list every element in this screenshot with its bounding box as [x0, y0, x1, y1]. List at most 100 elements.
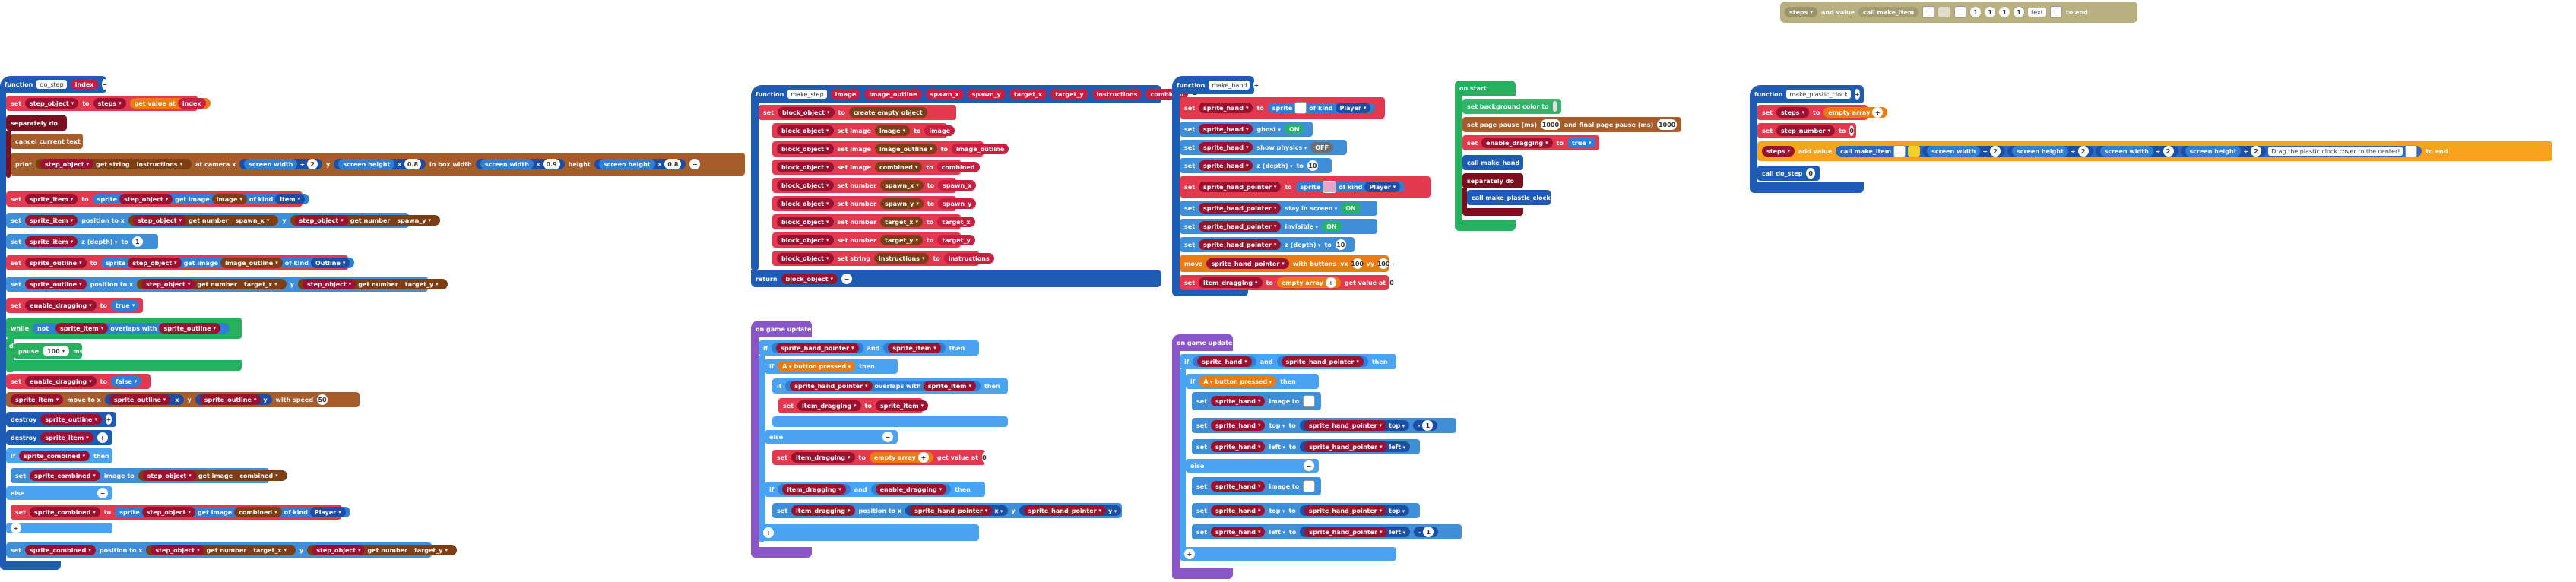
on-game-update-2-header[interactable]: on game update [1172, 334, 1233, 351]
add-icon[interactable]: + [11, 523, 21, 533]
destroy-outline-block[interactable]: destroy sprite_outline + [6, 412, 116, 427]
set-invisible[interactable]: set sprite_hand_pointer invisible ON [1180, 219, 1377, 234]
key-dropdown[interactable]: target_x [880, 217, 923, 227]
color-swatch-icon[interactable] [1938, 7, 1951, 17]
set-enable-dragging-false[interactable]: set enable_dragging to false [6, 374, 151, 389]
if-overlaps[interactable]: if sprite_hand_pointeroverlaps withsprit… [772, 378, 1008, 394]
screen-height-times[interactable]: screen height×0.8 [334, 159, 426, 169]
function-name-input[interactable]: make_plastic_clock [1786, 90, 1852, 99]
param-index[interactable]: index [70, 79, 99, 90]
param[interactable]: spawn_y [967, 89, 1006, 100]
set-block-object-block[interactable]: set block_object to create empty object [759, 105, 956, 120]
separately-do-block[interactable]: separately do [6, 115, 67, 131]
set-pointer-z[interactable]: set sprite_hand_pointer z (depth) to 10 [1180, 237, 1355, 252]
set-hand-left-1[interactable]: set sprite_hand left to sprite_hand_poin… [1192, 439, 1420, 454]
set-combined-sprite-block[interactable]: set sprite_combined to spritestep_object… [11, 505, 350, 520]
set-enable-dragging-start[interactable]: set enable_dragging to true [1462, 135, 1599, 150]
make-step-set-row[interactable]: block_objectset imageimagetoimage [772, 123, 955, 138]
text-input[interactable]: text [2028, 8, 2046, 17]
var-steps[interactable]: steps [93, 98, 126, 109]
return-block[interactable]: return block_object − [751, 270, 1161, 287]
key-dropdown[interactable]: spawn_x [880, 180, 924, 191]
set-step-object-block[interactable]: set step_object to steps get value atind… [6, 96, 211, 111]
if-button-pressed-u2[interactable]: if isAbutton pressed then [1186, 374, 1319, 389]
set-enable-dragging-block[interactable]: set enable_dragging to true [6, 298, 143, 313]
remove-icon[interactable]: − [882, 432, 893, 442]
var-block-object[interactable]: block_object [777, 162, 834, 172]
value-var[interactable]: instructions [943, 253, 994, 264]
pink-square-icon[interactable] [1323, 181, 1337, 193]
call-make-item-pill[interactable]: call make_item [1858, 7, 1919, 17]
param[interactable]: spawn_x [925, 89, 964, 100]
toggle-on[interactable]: ON [1341, 203, 1361, 214]
clock-combined-image-icon[interactable] [2405, 145, 2418, 157]
key-dropdown[interactable]: image_outline [874, 144, 937, 154]
on-start-header[interactable]: on start [1455, 81, 1516, 96]
set-item-position[interactable]: set item_dragging position to x sprite_h… [772, 503, 1122, 518]
add-param-icon[interactable]: + [1855, 89, 1860, 100]
hand-cursor-icon[interactable] [1294, 102, 1307, 114]
set-hand-z[interactable]: set sprite_hand z (depth) to 10 [1180, 158, 1332, 173]
set-hand-top-2[interactable]: set sprite_hand top to sprite_hand_point… [1192, 503, 1420, 518]
set-show-physics[interactable]: set sprite_hand show physics OFF [1180, 140, 1347, 155]
call-make-plastic-clock[interactable]: call make_plastic_clock [1467, 190, 1551, 205]
value-var[interactable]: image [924, 125, 955, 136]
else-block-u2[interactable]: else − [1186, 459, 1319, 473]
make-step-set-row[interactable]: block_objectset imagecombinedtocombined [772, 160, 980, 175]
screen-width-div[interactable]: screen width÷2 [239, 159, 323, 169]
var-block-object[interactable]: block_object [777, 144, 834, 154]
set-sprite-item-block[interactable]: set sprite_item to spritestep_objectget … [6, 191, 310, 207]
set-item-dragging-1[interactable]: set item_dragging to sprite_item [778, 398, 929, 413]
var-block-object[interactable]: block_object [777, 125, 834, 136]
top-drag-toolbar[interactable]: steps and value call make_item 1 1 1 1 t… [1780, 2, 2137, 23]
if-hand-and-item[interactable]: if sprite_hand_pointer and sprite_item t… [759, 340, 979, 356]
var-block-object[interactable]: block_object [777, 198, 834, 209]
set-item-dragging-2[interactable]: set item_dragging to empty array+ get va… [772, 450, 987, 465]
make-step-set-row[interactable]: block_objectset imageimage_outlinetoimag… [772, 141, 1009, 157]
set-hand-image-2[interactable]: set sprite_hand image to [1192, 477, 1321, 495]
var-block-object[interactable]: block_object [777, 217, 834, 227]
image-placeholder-icon[interactable] [1954, 6, 1967, 18]
make-step-set-row[interactable]: block_objectset stringinstructionstoinst… [772, 251, 994, 266]
set-outline-position-block[interactable]: set sprite_outline position to x step_ob… [6, 277, 448, 292]
add-icon[interactable]: + [1184, 549, 1195, 559]
function-header-make-step[interactable]: function make_step image image_outline s… [751, 85, 1198, 103]
set-combined-position-block[interactable]: set sprite_combined position to x step_o… [6, 542, 457, 558]
else-block[interactable]: else − [6, 486, 112, 500]
var-index[interactable]: index [177, 98, 206, 109]
destroy-item-block[interactable]: destroy sprite_item + [6, 430, 112, 445]
toggle-off[interactable]: OFF [1310, 142, 1333, 153]
set-position-block[interactable]: set sprite_item position to x step_objec… [6, 213, 441, 228]
move-with-buttons[interactable]: move sprite_hand_pointer with buttons vx… [1180, 255, 1398, 272]
function-name-input[interactable]: do_step [36, 80, 67, 89]
color-swatch-icon[interactable] [1552, 101, 1557, 112]
pause-block[interactable]: pause 100 ms [14, 343, 83, 359]
add-param-icon[interactable]: + [1253, 80, 1259, 90]
screen-width-times[interactable]: screen width×0.9 [475, 159, 565, 169]
function-header-make-plastic-clock[interactable]: function make_plastic_clock + [1750, 85, 1864, 103]
function-header-make-hand[interactable]: function make_hand + [1172, 76, 1259, 94]
param[interactable]: target_x [1009, 89, 1047, 100]
set-item-dragging-empty[interactable]: set item_dragging to empty array+ get va… [1180, 275, 1394, 290]
set-hand-top-1[interactable]: set sprite_hand top to sprite_hand_point… [1192, 418, 1456, 433]
call-make-hand[interactable]: call make_hand [1462, 155, 1523, 170]
instruction-text-input[interactable]: Drag the plastic clock cover to the cent… [2268, 147, 2403, 156]
if-block[interactable]: if sprite_combined then [6, 448, 112, 463]
create-empty-object-block[interactable]: create empty object [848, 107, 927, 118]
remove-icon[interactable]: − [841, 274, 853, 284]
remove-param-icon[interactable]: − [1192, 89, 1198, 100]
key-dropdown[interactable]: spawn_y [880, 198, 924, 209]
set-background-color[interactable]: set background color to [1462, 99, 1561, 114]
number-input[interactable]: 1 [1999, 7, 2010, 17]
key-dropdown[interactable]: image [874, 125, 911, 136]
param[interactable]: instructions [1092, 89, 1142, 100]
remove-icon[interactable]: − [1304, 460, 1314, 471]
hand-open-icon[interactable] [1303, 480, 1316, 492]
var-block-object[interactable]: block_object [777, 253, 834, 264]
